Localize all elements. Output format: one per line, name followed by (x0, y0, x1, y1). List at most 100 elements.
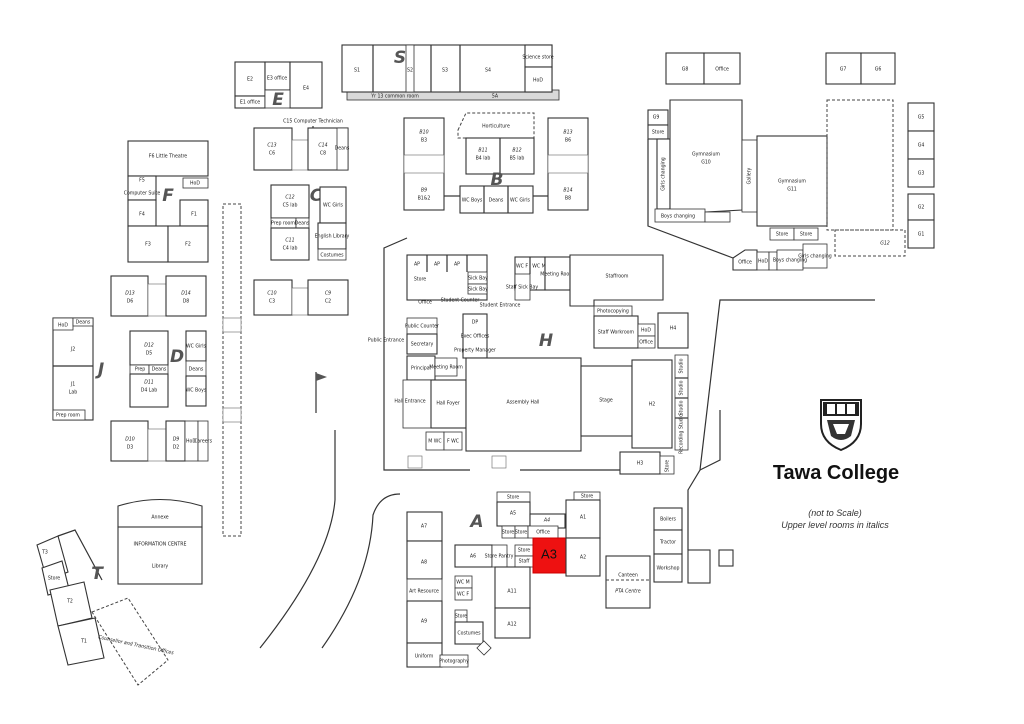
room-deans-d: Deans (152, 367, 167, 373)
room-costumes-c: Costumes (320, 253, 344, 259)
room-a6: A6 (470, 554, 476, 560)
room-b3: B3 (421, 138, 427, 144)
room-g6: G6 (875, 67, 882, 73)
h-block: AP AP AP Store Sick Bay Sick Bay Office … (368, 237, 689, 475)
room-g7: G7 (840, 67, 847, 73)
room-h4: H4 (670, 326, 677, 332)
room-deans-b: Deans (489, 198, 504, 204)
room-prep-d: Prep (135, 367, 145, 373)
room-b14: B14 (563, 188, 572, 194)
room-c14: C14 (318, 143, 327, 149)
room-hall-foyer: Hall Foyer (436, 401, 459, 407)
room-d6: D6 (127, 299, 134, 305)
room-prep-c: Prep room (271, 221, 295, 227)
room-c10: C10 (267, 291, 276, 297)
room-t2: T2 (66, 599, 73, 605)
block-letter-e: E (272, 90, 284, 110)
room-tractor: Tractor (659, 540, 676, 546)
room-d9: D9 (173, 437, 180, 443)
g-block: G8 Office G7 G6 G9 Store Girls changing … (647, 52, 935, 271)
room-b4lab: B4 lab (476, 156, 491, 162)
e-block: E2 E3 office E4 E1 office E (234, 61, 323, 110)
room-uniform: Uniform (415, 654, 434, 660)
block-letter-j: J (95, 360, 104, 380)
room-s2: S2 (407, 68, 413, 74)
room-photocopying: Photocopying (597, 309, 629, 315)
room-f5: F5 (139, 178, 145, 184)
a-block: A7 A8 Art Resource A9 Uniform A Store A5… (406, 491, 601, 668)
room-hod-g: HoD (758, 259, 768, 265)
room-deans-j: Deans (76, 320, 91, 326)
room-stage: Stage (599, 398, 613, 404)
room-store-h2: Store (665, 460, 671, 472)
room-e4: E4 (303, 86, 309, 92)
room-j2: J2 (70, 347, 75, 353)
room-meeting-room: Meeting Room (429, 365, 463, 371)
block-letter-h: H (539, 331, 553, 351)
room-store-a4: Store (455, 614, 467, 620)
room-gymnasium-g10: Gymnasium (692, 152, 720, 158)
room-office-g: Office (715, 67, 729, 73)
room-store-a2: Store (502, 530, 514, 536)
room-studio2: Studio (679, 380, 685, 395)
room-assembly-hall: Assembly Hall (507, 400, 540, 406)
room-principal: Principal (411, 366, 431, 372)
room-c11: C11 (285, 238, 294, 244)
room-wc-m-h: M WC (428, 439, 441, 445)
room-wc-m-a: WC M (456, 580, 469, 586)
room-gallery: Gallery (747, 167, 753, 184)
room-store-g: Store (652, 130, 664, 136)
room-b12: B12 (512, 148, 521, 154)
service-buildings: Boilers Tractor Workshop Canteen PTA Cen… (605, 299, 875, 609)
room-deans-c: Deans (335, 146, 350, 152)
room-gymnasium-g11: Gymnasium (778, 179, 806, 185)
block-letter-f: F (162, 186, 174, 206)
room-secretary: Secretary (411, 342, 434, 348)
block-letter-s: S (394, 48, 406, 68)
block-letter-b: B (491, 170, 504, 190)
room-f2: F2 (185, 242, 191, 248)
room-hod-h: HoD (641, 328, 651, 334)
room-exec-offices: Exec Offices (461, 334, 490, 340)
room-wc-girls-c: WC Girls (323, 203, 343, 209)
room-hall-entrance: Hall Entrance (394, 399, 425, 405)
room-g11: G11 (787, 187, 797, 193)
room-store-h: Store (414, 277, 426, 283)
room-g8: G8 (682, 67, 689, 73)
room-student-counter: Student Counter (441, 298, 480, 304)
room-e1-office: E1 office (240, 100, 260, 106)
room-wc-f-a: WC F (457, 592, 469, 598)
room-information-centre: INFORMATION CENTRE (134, 542, 187, 548)
room-c15: C15 Computer Technician (283, 119, 343, 125)
room-prep-j: Prep room (56, 413, 80, 419)
room-computer-suite: Computer Suite (124, 191, 161, 197)
room-store-t: Store (48, 576, 60, 582)
room-s1: S1 (354, 68, 360, 74)
room-d14: D14 (181, 291, 191, 297)
room-library: Library (152, 564, 169, 570)
room-e3-office: E3 office (267, 76, 287, 82)
room-g2: G2 (918, 205, 925, 211)
room-english-library: English Library (315, 234, 350, 240)
room-store-a1: Store (581, 494, 593, 500)
room-a2: A2 (580, 555, 586, 561)
room-wc-f-h: F WC (447, 439, 459, 445)
room-j1-lab: Lab (69, 390, 77, 396)
room-ap3: AP (454, 262, 460, 268)
room-d8: D8 (183, 299, 190, 305)
room-office-h: Office (418, 300, 432, 306)
room-public-counter: Public Counter (405, 324, 439, 330)
room-g12: G12 (880, 241, 890, 247)
room-wc-girls-b: WC Girls (510, 198, 530, 204)
legend-title: Tawa College (772, 462, 900, 484)
room-girls-changing2: Girls changing (798, 254, 832, 260)
room-office-a: Office (536, 530, 550, 536)
room-a11: A11 (507, 589, 516, 595)
room-s3: S3 (442, 68, 448, 74)
room-boys-changing-top: Boys changing (661, 214, 695, 220)
room-a9: A9 (421, 619, 427, 625)
room-d13: D13 (125, 291, 135, 297)
room-c9: C9 (325, 291, 331, 297)
room-c8: C8 (320, 151, 326, 157)
